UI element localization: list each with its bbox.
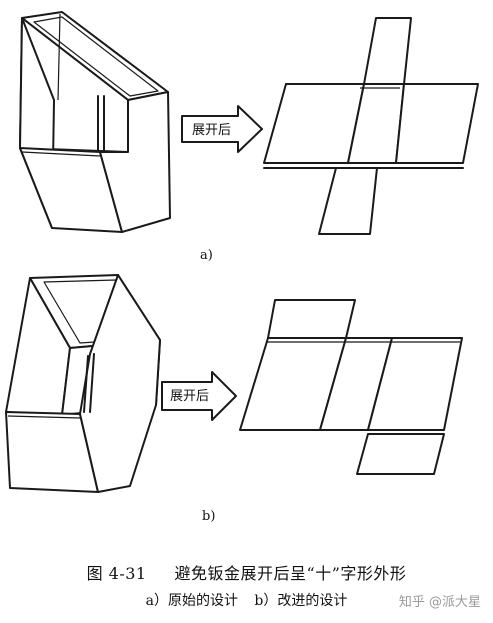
figure-title: 避免钣金展开后呈“十”字形外形 — [174, 564, 407, 583]
net-a-top-flap — [363, 17, 412, 85]
arrow-b-label: 展开后 — [170, 389, 209, 404]
net-b-top-flap — [267, 299, 356, 339]
arrow-b: 展开后 — [161, 371, 237, 421]
watermark: 知乎 @派大星 — [398, 595, 481, 610]
box-a — [19, 11, 171, 233]
net-a-bottom-flap — [318, 167, 378, 235]
figure-number: 图 4-31 — [86, 564, 147, 583]
subcaption-b: b）改进的设计 — [254, 593, 348, 609]
net-a — [263, 17, 479, 235]
net-a-right-panel — [395, 83, 479, 164]
net-b — [239, 299, 463, 475]
box-b — [5, 274, 161, 493]
panel-a-label: a) — [200, 248, 213, 263]
box-a-right-face — [99, 91, 171, 233]
panel-b-label: b) — [202, 509, 215, 524]
net-b-right-panel — [367, 337, 463, 431]
net-a-left-panel — [263, 83, 365, 164]
arrow-a: 展开后 — [181, 105, 263, 153]
net-b-bottom-flap — [356, 433, 445, 475]
figure-subcaption: a）原始的设计 b）改进的设计 — [0, 590, 493, 610]
subcaption-a: a）原始的设计 — [145, 593, 238, 609]
arrow-a-label: 展开后 — [192, 123, 231, 138]
figure-caption: 图 4-31 避免钣金展开后呈“十”字形外形 — [0, 560, 493, 584]
